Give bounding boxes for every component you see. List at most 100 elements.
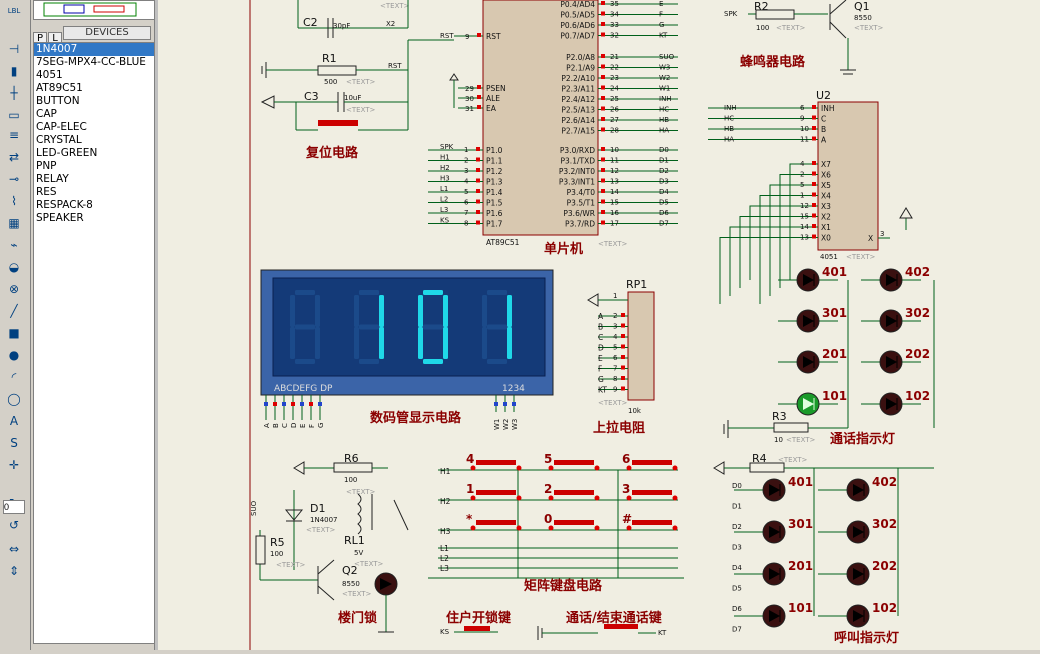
segment: [315, 327, 320, 359]
keypad-key[interactable]: [476, 460, 516, 465]
r6-value: 100: [344, 476, 357, 484]
instrument-icon[interactable]: ⊗: [8, 282, 20, 296]
bottom-keys[interactable]: KS 住户开锁键 KT 通话/结束通话键: [440, 610, 667, 640]
device-item[interactable]: RES: [36, 186, 57, 198]
terminal-icon[interactable]: ⇄: [8, 150, 20, 164]
respack-rp1[interactable]: RP1 10k <TEXT> 上拉电阻: [587, 278, 655, 436]
flip-v-icon[interactable]: ⇕: [8, 564, 20, 578]
tool-palette: LBL⊣▮┼▭≡⇄⊸⌇▦⌁◒⊗╱■●◜◯AS✛↻↺⇔⇕: [0, 0, 31, 650]
device-pin-icon[interactable]: ⊸: [8, 172, 20, 186]
text-icon[interactable]: A: [9, 414, 19, 428]
keypad-key[interactable]: [476, 490, 516, 495]
device-item[interactable]: 7SEG-MPX4-CC-BLUE: [36, 56, 146, 68]
device-item[interactable]: PNP: [36, 160, 57, 172]
symbol-icon[interactable]: S: [10, 436, 18, 450]
bus-icon[interactable]: ⊣: [8, 42, 20, 56]
schematic-canvas[interactable]: AT89C51 <TEXT> 单片机 RST9PSEN29ALE30EA31P1…: [158, 0, 1040, 650]
rp1-ref: RP1: [626, 278, 647, 291]
overview-preview[interactable]: [33, 0, 155, 20]
device-item[interactable]: AT89C51: [36, 82, 83, 94]
device-item[interactable]: BUTTON: [36, 95, 80, 107]
junction-icon[interactable]: ┼: [10, 86, 18, 100]
segment: [354, 295, 359, 327]
device-item[interactable]: CAP: [36, 108, 57, 120]
device-item[interactable]: 4051: [36, 69, 63, 81]
call-led-label: 101: [822, 389, 847, 403]
segment: [359, 324, 379, 330]
ring-led-resistor[interactable]: R4 <TEXT> 呼叫指示灯: [713, 452, 934, 646]
device-item[interactable]: CAP-ELEC: [36, 121, 87, 133]
component-icon[interactable]: ▮: [10, 64, 18, 78]
ring-led-label: 302: [872, 517, 897, 531]
text-script-icon[interactable]: ≡: [8, 128, 20, 142]
mcu-ref: AT89C51: [486, 238, 520, 247]
display-digit-pin: W2: [502, 419, 510, 430]
ring-led-net: D3: [732, 544, 742, 552]
mcu-p2_pins-num: 27: [610, 116, 619, 124]
probe-icon[interactable]: ◒: [8, 260, 20, 274]
seven-seg-display[interactable]: ABCDEFG DP 1234 数码管显示电路: [260, 269, 554, 426]
keypad-key-label: #: [622, 512, 632, 526]
mux-x-out-label: X: [868, 234, 873, 243]
display-seg-pin: D: [290, 423, 298, 428]
device-item[interactable]: SPEAKER: [36, 212, 84, 224]
buzzer-circuit[interactable]: SPK R2 100 <TEXT> Q1 8550 <TEXT> 蜂鸣器电路: [724, 0, 884, 75]
keypad-key[interactable]: [632, 460, 672, 465]
mcu-p2_pins-net: W2: [659, 74, 670, 82]
mcu-p2_pins-label: P2.4/A12: [561, 95, 595, 104]
reset-circuit[interactable]: R1 500 <TEXT> RST RST C3 10uF <TEXT> 复位电…: [260, 32, 454, 161]
door-lock-circuit[interactable]: R6 100 <TEXT> D1 1N4007 <TEXT> RL1 5V <T…: [250, 452, 409, 633]
mux-in-label: A: [821, 136, 827, 145]
mux-x-label: X2: [821, 213, 831, 222]
mcu-p1-net: L2: [440, 196, 448, 204]
rotation-input[interactable]: [3, 500, 25, 514]
mcu-at89c51[interactable]: AT89C51 <TEXT> 单片机: [482, 0, 628, 257]
device-item[interactable]: CRYSTAL: [36, 134, 82, 146]
keypad-key[interactable]: [554, 490, 594, 495]
keypad-key[interactable]: [554, 460, 594, 465]
ring-led-net: D4: [732, 564, 742, 572]
keypad-key-label: 3: [622, 482, 630, 496]
splitter[interactable]: [154, 0, 159, 650]
flip-h-icon[interactable]: ⇔: [8, 542, 20, 556]
keypad-key[interactable]: [476, 520, 516, 525]
wire-label-icon[interactable]: ▭: [8, 108, 20, 122]
segment: [423, 290, 443, 295]
device-item[interactable]: LED-GREEN: [36, 147, 98, 159]
mux-4051[interactable]: U2 4051 <TEXT>: [816, 89, 879, 261]
device-item[interactable]: RESPACK-8: [36, 199, 93, 211]
box-icon[interactable]: ■: [8, 326, 20, 340]
rp1-pin-net: C: [598, 333, 603, 342]
path-icon[interactable]: ◯: [7, 392, 21, 406]
d1-ref: D1: [310, 502, 325, 515]
line-icon[interactable]: ╱: [10, 304, 18, 318]
device-item[interactable]: RELAY: [36, 173, 69, 185]
mcu-p2_pins-num: 21: [610, 53, 619, 61]
r3-value: 10: [774, 436, 783, 444]
device-item[interactable]: 1N4007: [34, 43, 154, 56]
mcu-p2_pins-label: P2.3/A11: [561, 85, 595, 94]
circle-icon[interactable]: ●: [8, 348, 20, 362]
marker-icon[interactable]: ✛: [8, 458, 20, 472]
keypad-key[interactable]: [554, 520, 594, 525]
graph-icon[interactable]: ⌇: [11, 194, 17, 208]
arc-icon[interactable]: ◜: [11, 370, 17, 384]
mux-in-net: HA: [724, 136, 734, 144]
generator-icon[interactable]: ⌁: [10, 238, 18, 252]
label-icon[interactable]: LBL: [7, 7, 21, 15]
c3-text-placeholder: <TEXT>: [346, 106, 376, 114]
tape-icon[interactable]: ▦: [8, 216, 20, 230]
rotate-ccw-icon[interactable]: ↺: [8, 518, 20, 532]
keypad-key[interactable]: [632, 520, 672, 525]
call-led-resistor[interactable]: R3 10 <TEXT> 通话指示灯: [723, 410, 895, 447]
mux-in-num: 6: [800, 104, 805, 112]
keypad-key[interactable]: [632, 490, 672, 495]
crystal-cap-c2[interactable]: C2 30pF <TEXT> X2: [297, 0, 410, 38]
keypad-title: 矩阵键盘电路: [523, 578, 603, 594]
buzzer-title: 蜂鸣器电路: [740, 54, 806, 70]
